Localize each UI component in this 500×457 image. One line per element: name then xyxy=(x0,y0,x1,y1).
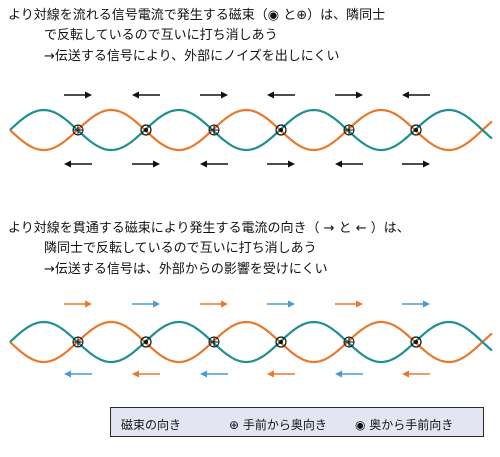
twisted-pair-diagram-2 xyxy=(9,300,493,378)
current-bottom-arrow-0-head xyxy=(64,370,71,378)
current-bottom-arrow-4-head xyxy=(335,370,342,378)
current-top-arrow-4-head xyxy=(356,300,363,308)
flux-dot-5 xyxy=(414,340,418,344)
current-bottom-arrow-5-head xyxy=(402,370,409,378)
flux-back-to-front-symbol-5 xyxy=(410,124,422,136)
section1-line2: で反転しているので互いに打ち消しあう xyxy=(44,28,278,43)
current-bottom-arrow-3-head xyxy=(267,370,274,378)
bottom-arrow-3-head xyxy=(288,160,295,168)
bottom-arrow-1-head xyxy=(153,160,160,168)
flux-dot-5 xyxy=(414,128,418,132)
section2-line1: より対線を貫通する磁束により発生する電流の向き（ → と ← ）は、 xyxy=(8,221,410,236)
bottom-arrow-4-head xyxy=(335,160,342,168)
legend-box: 磁束の向き ⊕ 手前から奥向き ◉ 奥から手前向き xyxy=(110,407,484,437)
legend-title: 磁束の向き xyxy=(121,418,182,432)
flux-back-to-front-symbol-3 xyxy=(275,336,287,348)
current-top-arrow-2-head xyxy=(221,300,228,308)
current-top-arrow-3-head xyxy=(288,300,295,308)
section1-line3: →伝送する信号により、外部にノイズを出しにくい xyxy=(44,49,340,64)
flux-back-to-front-symbol-1 xyxy=(140,124,152,136)
section1-line1: より対線を流れる信号電流で発生する磁束（◉ と⊕）は、隣同士 xyxy=(8,8,386,23)
section2-line3: →伝送する信号は、外部からの影響を受けにくい xyxy=(44,262,328,277)
current-top-arrow-0-head xyxy=(85,300,92,308)
flux-dot-1 xyxy=(144,340,148,344)
top-arrow-5-head xyxy=(402,91,409,99)
flux-back-to-front-symbol-3 xyxy=(275,124,287,136)
current-top-arrow-1-head xyxy=(153,300,160,308)
flux-back-to-front-symbol-5 xyxy=(410,336,422,348)
bottom-arrow-0-head xyxy=(64,160,71,168)
top-arrow-3-head xyxy=(267,91,274,99)
legend-front-to-back: ⊕ 手前から奥向き xyxy=(229,418,327,432)
current-top-arrow-5-head xyxy=(423,300,430,308)
flux-dot-3 xyxy=(279,128,283,132)
flux-back-to-front-symbol-1 xyxy=(140,336,152,348)
flux-dot-1 xyxy=(144,128,148,132)
top-arrow-0-head xyxy=(85,91,92,99)
current-bottom-arrow-1-head xyxy=(132,370,139,378)
current-bottom-arrow-2-head xyxy=(200,370,207,378)
top-arrow-4-head xyxy=(356,91,363,99)
top-arrow-2-head xyxy=(221,91,228,99)
section2-line2: 隣同士で反転しているので互いに打ち消しあう xyxy=(44,241,317,256)
twisted-pair-diagram-1 xyxy=(9,91,493,168)
bottom-arrow-2-head xyxy=(200,160,207,168)
legend-back-to-front: ◉ 奥から手前向き xyxy=(355,418,454,432)
bottom-arrow-5-head xyxy=(423,160,430,168)
flux-dot-3 xyxy=(279,340,283,344)
top-arrow-1-head xyxy=(132,91,139,99)
